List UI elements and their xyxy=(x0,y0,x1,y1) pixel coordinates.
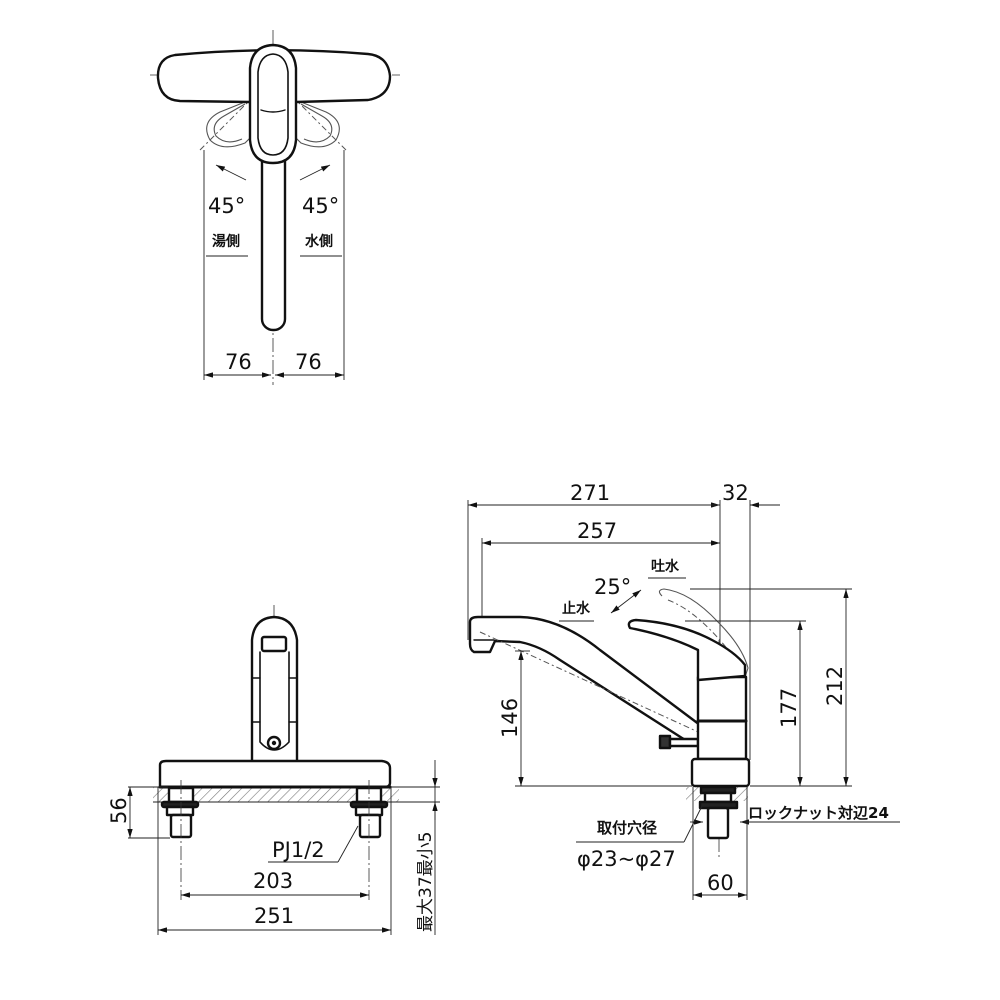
dim-right-76: 76 xyxy=(295,350,322,374)
dim-257: 257 xyxy=(577,519,617,543)
water-off-label: 止水 xyxy=(562,600,591,617)
dim-146: 146 xyxy=(498,698,522,738)
dim-60: 60 xyxy=(707,871,734,895)
side-base xyxy=(690,757,751,788)
side-body xyxy=(696,675,748,761)
top-view: 45° 45° 湯側 水側 76 76 xyxy=(150,30,400,385)
dim-251: 251 xyxy=(254,904,294,928)
angle-25-label: 25° xyxy=(594,575,631,599)
cold-side-handle-ghost xyxy=(275,79,347,151)
hot-side-label: 湯側 xyxy=(212,233,240,250)
dim-271: 271 xyxy=(570,481,610,505)
dim-212: 212 xyxy=(823,666,847,706)
side-lever-handle xyxy=(627,618,747,682)
mount-hole-value: φ23~φ27 xyxy=(577,847,676,871)
hot-side-handle-ghost xyxy=(199,79,271,151)
right-supply-pipe xyxy=(349,780,389,900)
cold-side-label: 水側 xyxy=(305,233,333,250)
front-view: 56 PJ1/2 203 251 最大37最小5 xyxy=(107,605,440,935)
lever-handle xyxy=(248,43,298,165)
spout xyxy=(260,143,287,332)
dim-32: 32 xyxy=(722,481,749,505)
front-spout-body xyxy=(250,615,299,764)
front-deck-plate xyxy=(158,759,392,789)
side-view: 271 32 257 吐水 25° 止水 xyxy=(467,481,900,900)
left-supply-pipe xyxy=(160,780,200,900)
dim-height-56: 56 xyxy=(107,797,131,824)
pipe-thread-label: PJ1/2 xyxy=(272,838,325,862)
angle-left-label: 45° xyxy=(208,194,245,218)
mount-hole-label: 取付穴径 xyxy=(597,819,657,837)
dim-203: 203 xyxy=(253,869,293,893)
dim-177: 177 xyxy=(777,688,801,728)
water-on-label: 吐水 xyxy=(651,558,680,575)
dim-left-76: 76 xyxy=(225,350,252,374)
angle-right-label: 45° xyxy=(302,194,339,218)
locknut-label: ロックナット対辺24 xyxy=(748,804,889,822)
counter-thickness-label: 最大37最小5 xyxy=(416,832,436,932)
